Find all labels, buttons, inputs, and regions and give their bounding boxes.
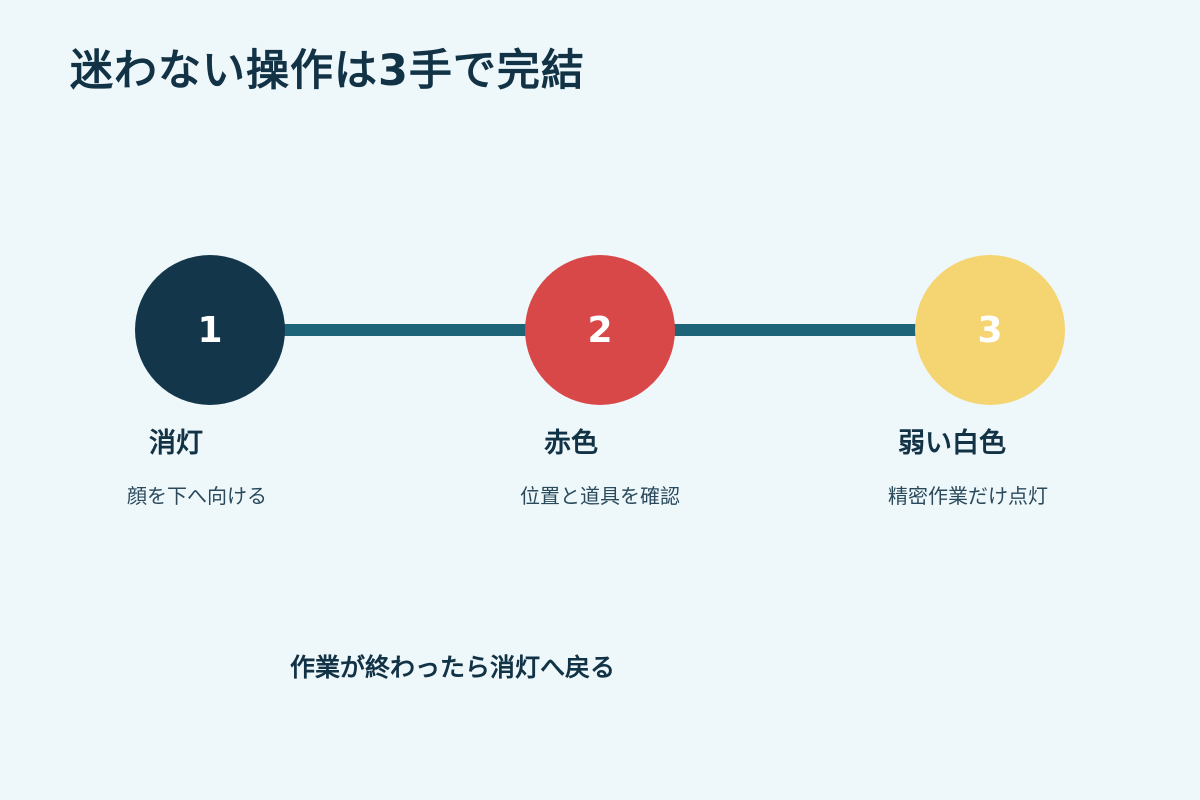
- step-2-label: 赤色: [544, 428, 598, 459]
- step-2-description: 位置と道具を確認: [520, 484, 680, 508]
- step-3-description: 精密作業だけ点灯: [888, 484, 1048, 508]
- step-1-circle: 1: [135, 255, 285, 405]
- connector-step-2-to-3: [668, 324, 922, 336]
- step-3-label: 弱い白色: [898, 428, 1006, 459]
- step-3-circle: 3: [915, 255, 1065, 405]
- page-title: 迷わない操作は3手で完結: [70, 46, 585, 96]
- step-1-description: 顔を下へ向ける: [127, 484, 267, 508]
- step-2-circle: 2: [525, 255, 675, 405]
- footer-note: 作業が終わったら消灯へ戻る: [290, 653, 616, 682]
- step-1-label: 消灯: [149, 428, 203, 459]
- step-3-number: 3: [977, 309, 1003, 351]
- step-1-number: 1: [197, 309, 223, 351]
- connector-step-1-to-2: [278, 324, 532, 336]
- step-2-number: 2: [587, 309, 613, 351]
